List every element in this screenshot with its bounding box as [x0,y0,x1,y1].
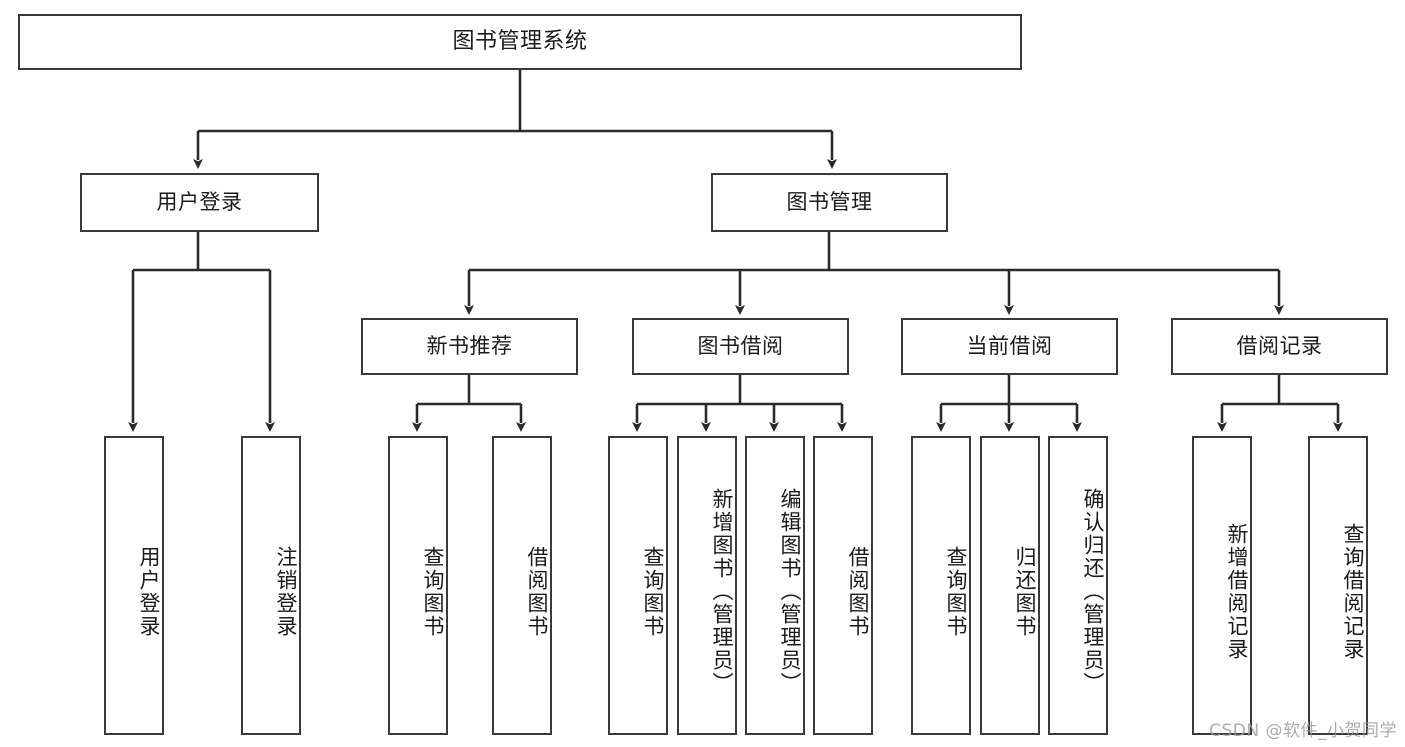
node-label: 图书管理系统 [452,28,588,54]
leaf-add-borrow-record[interactable]: 新增借阅记录 [1192,436,1252,735]
node-label: 查询借阅记录 [1341,522,1365,661]
leaf-logout[interactable]: 注销登录 [241,436,301,735]
leaf-add-book-admin[interactable]: 新增图书（管理员） [677,436,737,735]
node-new-book-recommend[interactable]: 新书推荐 [361,318,578,375]
node-user-login[interactable]: 用户登录 [80,173,319,232]
leaf-query-book-recommend[interactable]: 查询图书 [388,436,448,735]
node-label: 借阅记录 [1236,333,1323,358]
node-borrow-record[interactable]: 借阅记录 [1171,318,1388,375]
node-label: 注销登录 [274,545,298,638]
node-label: 当前借阅 [966,333,1053,358]
node-label: 新增借阅记录 [1225,522,1249,661]
node-book-management[interactable]: 图书管理 [711,173,948,232]
node-label: 用户登录 [137,545,161,638]
node-label: 归还图书 [1013,545,1037,638]
node-label: 查询图书 [641,545,665,638]
node-label: 图书借阅 [697,333,784,358]
leaf-edit-book-admin[interactable]: 编辑图书（管理员） [745,436,805,735]
leaf-query-borrow-record[interactable]: 查询借阅记录 [1308,436,1368,735]
node-label: 新增图书（管理员） [710,488,734,695]
node-label: 图书管理 [786,189,873,214]
node-book-borrow[interactable]: 图书借阅 [632,318,849,375]
csdn-watermark: CSDN @软件_小贺同学 [1209,721,1397,741]
leaf-return-book[interactable]: 归还图书 [980,436,1040,735]
leaf-borrow-book[interactable]: 借阅图书 [813,436,873,735]
node-label: 确认归还（管理员） [1081,488,1105,695]
node-current-borrow[interactable]: 当前借阅 [901,318,1118,375]
node-label: 用户登录 [156,189,243,214]
node-root-system[interactable]: 图书管理系统 [18,14,1022,70]
leaf-borrow-book-recommend[interactable]: 借阅图书 [492,436,552,735]
node-label: 借阅图书 [846,545,870,638]
node-label: 借阅图书 [525,545,549,638]
leaf-user-login[interactable]: 用户登录 [104,436,164,735]
leaf-query-book-borrow[interactable]: 查询图书 [608,436,668,735]
node-label: 查询图书 [421,545,445,638]
node-label: 查询图书 [944,545,968,638]
leaf-query-book-current[interactable]: 查询图书 [911,436,971,735]
node-label: 编辑图书（管理员） [778,488,802,695]
leaf-confirm-return-admin[interactable]: 确认归还（管理员） [1048,436,1108,735]
node-label: 新书推荐 [426,333,513,358]
